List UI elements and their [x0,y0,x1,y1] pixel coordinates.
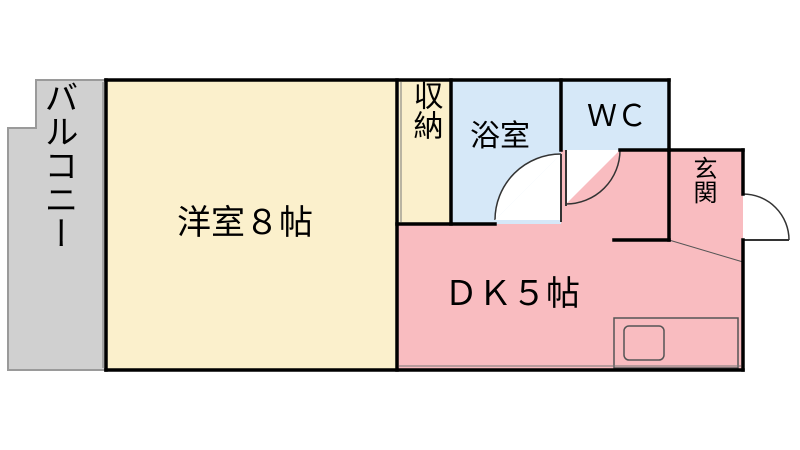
wc-door-arc [565,149,621,205]
svg-text:バルコニー: バルコニー [38,80,78,250]
walls [104,78,745,372]
entrance-door [742,193,790,241]
dk-room [397,150,743,370]
entrance-door-arc [742,193,790,241]
entrance-step-line [668,239,744,263]
western-room [106,80,397,370]
balcony-room: バルコニー [7,79,107,371]
wc-label: ＷＣ [587,99,647,134]
bath-door [494,153,562,222]
storage-room [399,80,451,224]
window-lines [102,82,741,368]
sink-basin [623,325,665,361]
dk-label: ＤＫ５帖 [444,274,580,314]
entrance-label: 玄関 [689,156,717,204]
balcony-label: バルコニー [38,80,78,250]
wc-door-swing [566,150,620,204]
storage-label: 収納 [408,80,444,140]
wc-door [565,149,621,206]
bath-door-swing [495,154,561,220]
wc-room [561,80,669,150]
kitchen-sink [613,317,739,369]
western-room-label: 洋室８帖 [177,203,313,243]
bath-label: 浴室 [470,119,530,154]
kitchen-counter [613,317,739,369]
